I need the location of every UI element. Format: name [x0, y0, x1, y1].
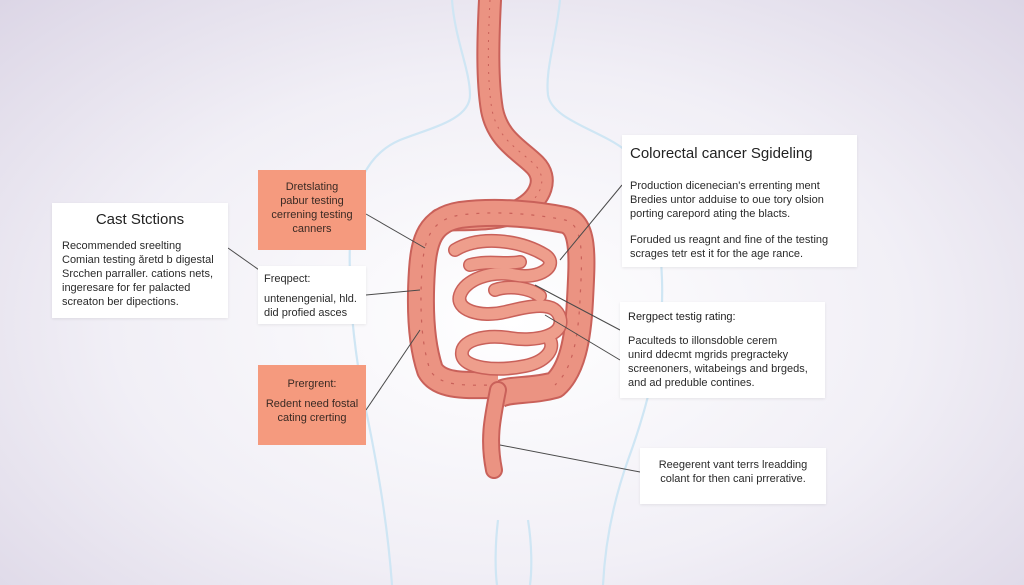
pink-callout-top-line: Dretslating	[285, 181, 339, 193]
left-info-line: screaton ber dipections.	[62, 296, 179, 308]
right-info-line: Production dicenecian's errenting ment	[630, 180, 820, 192]
right-info-line: porting carepord ating the blacts.	[630, 208, 791, 220]
pink-callout-bottom: Prergrent: Redent need fostal cating cre…	[258, 365, 366, 445]
pink-callout-top-line: canners	[292, 223, 332, 235]
large-intestine	[406, 198, 596, 408]
left-info-box: Cast Stctions Recommended sreelting Comi…	[52, 203, 228, 318]
right-info-box: Colorectal cancer Sgideling Production d…	[622, 135, 857, 267]
left-info-line: Recommended sreelting	[62, 240, 182, 252]
right-note-box: Reegerent vant terrs lreadding colant fo…	[640, 448, 826, 504]
right-info-line: Foruded us reagnt and fine of the testin…	[630, 234, 829, 246]
frequency-line: untenengenial, hld.	[264, 293, 357, 305]
right-rating-line: Paculteds to illonsdoble cerem	[628, 335, 778, 347]
right-note-line: Reegerent vant terrs lreadding	[658, 459, 808, 471]
left-info-line: ingeresare for fer palacted	[62, 282, 191, 294]
leader-lines	[227, 184, 641, 473]
right-info-line: Bredies untor adduise to oue tory olsion	[630, 194, 824, 206]
esophagus-stomach	[428, 0, 554, 232]
right-note-line: colant for then cani prrerative.	[660, 473, 806, 485]
right-rating-line: and ad preduble contines.	[628, 377, 755, 389]
right-rating-line: unird ddecmt mgrids pregracteky	[628, 349, 789, 361]
frequency-box: Freqpect: untenengenial, hld. did profie…	[258, 266, 366, 324]
pink-callout-bottom-line: cating crerting	[277, 412, 347, 424]
right-rating-title: Rergpect testig rating:	[628, 311, 736, 323]
small-intestine	[448, 233, 568, 376]
right-info-title: Colorectal cancer Sgideling	[630, 145, 813, 162]
pink-callout-top-line: cerrening testing	[271, 209, 353, 221]
left-info-line: Comian testing ǎretd b digestal	[62, 254, 214, 266]
pink-callout-top-line: pabur testing	[280, 195, 344, 207]
pink-callout-bottom-line: Redent need fostal	[265, 398, 359, 410]
frequency-line: did profied asces	[264, 307, 348, 319]
left-info-line: Srcchen parraller. cations nets,	[62, 268, 214, 280]
right-rating-line: screenoners, witabeings and brgeds,	[628, 363, 808, 375]
pink-callout-bottom-title: Prergrent:	[287, 378, 337, 390]
pink-callout-top: Dretslating pabur testing cerrening test…	[258, 170, 366, 250]
left-info-title: Cast Stctions	[95, 211, 185, 228]
right-rating-box: Rergpect testig rating: Paculteds to ill…	[620, 302, 825, 398]
rectum	[482, 381, 507, 479]
right-info-line: scrages tetr est it for the age rance.	[630, 248, 804, 260]
frequency-title: Freqpect:	[264, 273, 311, 285]
